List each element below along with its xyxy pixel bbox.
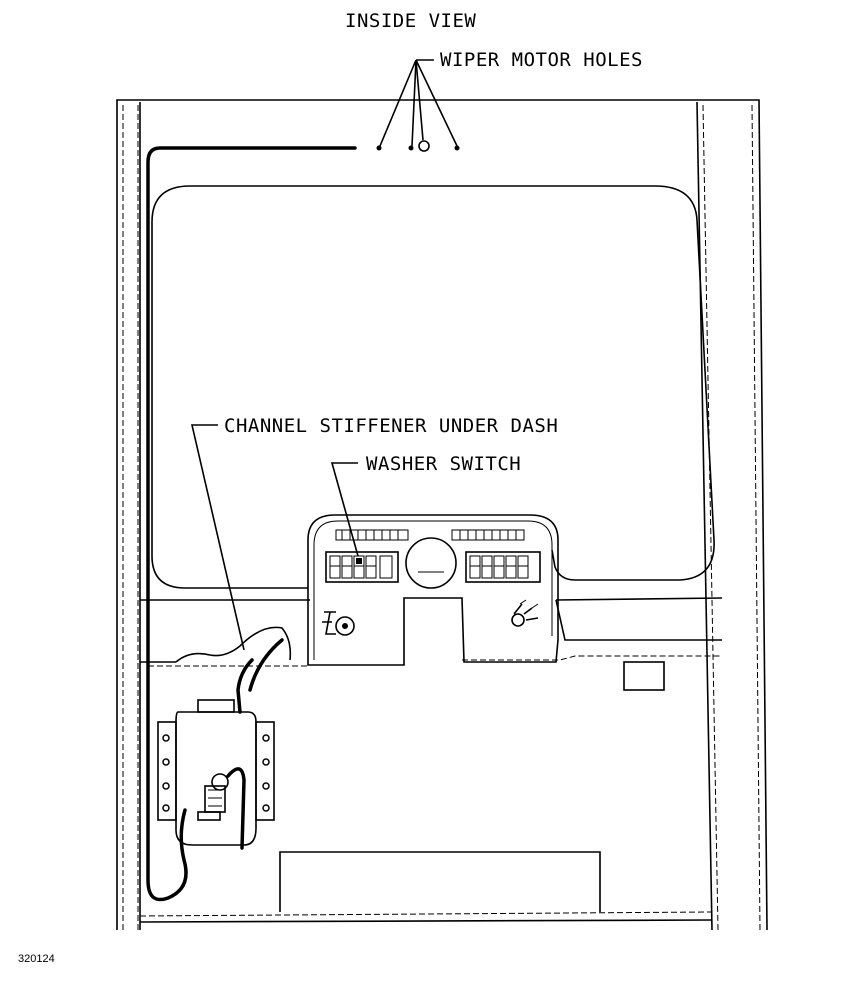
windshield-opening bbox=[151, 185, 715, 589]
washer-pump bbox=[197, 773, 229, 821]
figure-number: 320124 bbox=[18, 953, 55, 965]
channel-stiffener bbox=[175, 626, 292, 663]
dash-ledge bbox=[140, 597, 723, 667]
speedometer-gauge bbox=[405, 537, 457, 589]
right-switch-bank bbox=[465, 551, 541, 583]
left-switch-bank bbox=[325, 551, 399, 583]
right-gauge-strip bbox=[451, 529, 525, 541]
wiper-motor-holes bbox=[376, 140, 460, 152]
washer-switch bbox=[356, 558, 362, 564]
wiper-motor-hole-icon bbox=[408, 145, 414, 151]
washer-hose bbox=[146, 146, 357, 902]
diagram-title: INSIDE VIEW bbox=[345, 10, 476, 32]
floor-box bbox=[279, 851, 601, 912]
washer-switch-label: WASHER SWITCH bbox=[366, 453, 521, 475]
wiper-motor-hole-icon bbox=[418, 140, 430, 152]
instrument-panel bbox=[307, 514, 559, 666]
wiper-motor-hole-icon bbox=[454, 145, 460, 151]
cab-outline bbox=[116, 99, 768, 931]
left-gauge-strip bbox=[335, 529, 409, 541]
floor-vent bbox=[623, 661, 665, 691]
wiper-motor-holes-label: WIPER MOTOR HOLES bbox=[440, 49, 643, 71]
washer-reservoir bbox=[157, 658, 275, 850]
channel-stiffener-leader bbox=[190, 424, 245, 651]
channel-stiffener-label: CHANNEL STIFFENER UNDER DASH bbox=[224, 415, 558, 437]
light-switch-icon bbox=[511, 599, 539, 627]
washer-switch-leader bbox=[330, 462, 359, 557]
wiper-motor-holes-leaders bbox=[379, 59, 458, 147]
wiper-motor-hole-icon bbox=[376, 145, 382, 151]
ignition-icon bbox=[322, 611, 355, 636]
